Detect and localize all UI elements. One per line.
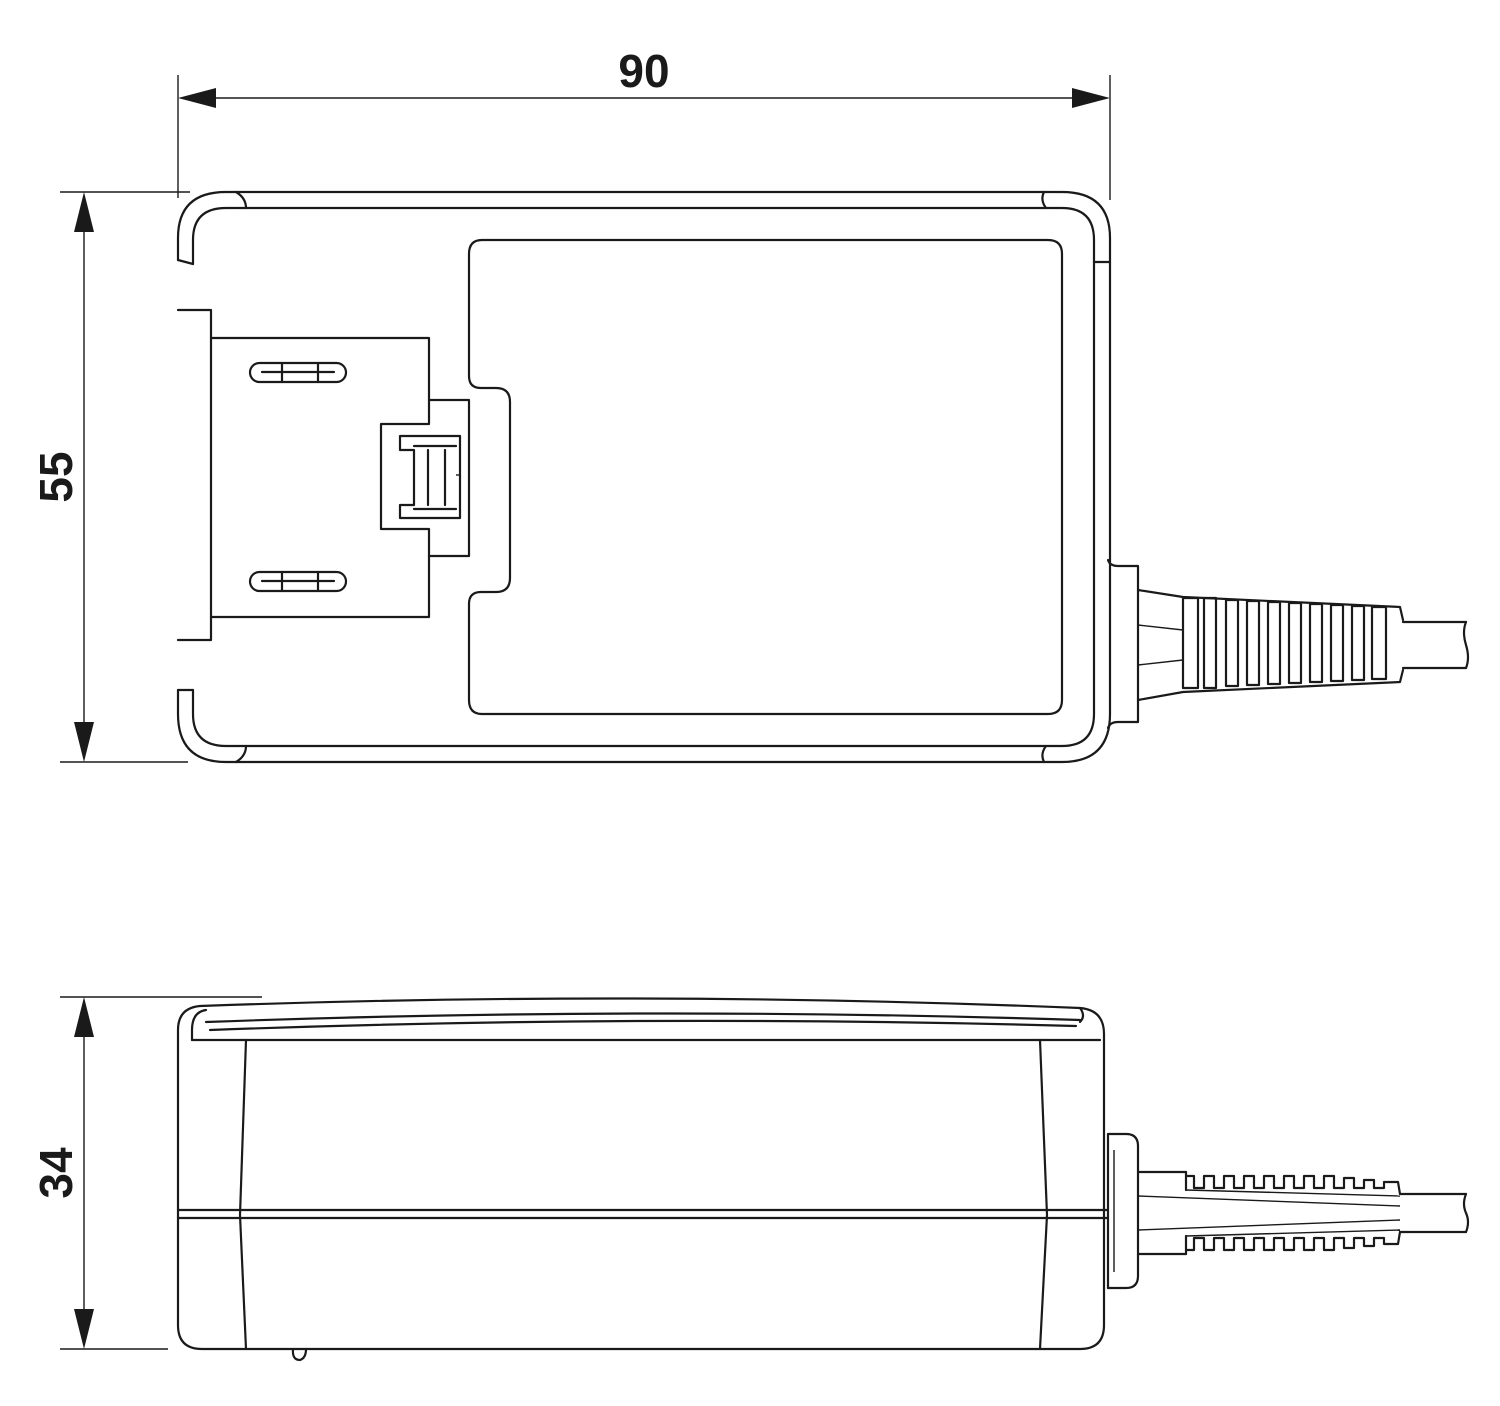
plug-adapter [176, 308, 471, 642]
side-view: 34 [30, 996, 1470, 1362]
label-recess [467, 238, 1064, 716]
cable-strain-relief-top [1106, 558, 1470, 730]
dimension-height: 34 [30, 996, 262, 1350]
dimension-width: 90 [177, 45, 1111, 200]
top-view: 90 55 [30, 45, 1470, 764]
dimension-depth-label: 55 [30, 451, 82, 502]
housing-top [176, 190, 1112, 764]
housing-side [176, 997, 1110, 1362]
dimension-depth: 55 [30, 191, 190, 763]
dimension-height-label: 34 [30, 1147, 82, 1199]
dimension-width-label: 90 [618, 45, 669, 97]
cable-strain-relief-side [1106, 1132, 1470, 1290]
